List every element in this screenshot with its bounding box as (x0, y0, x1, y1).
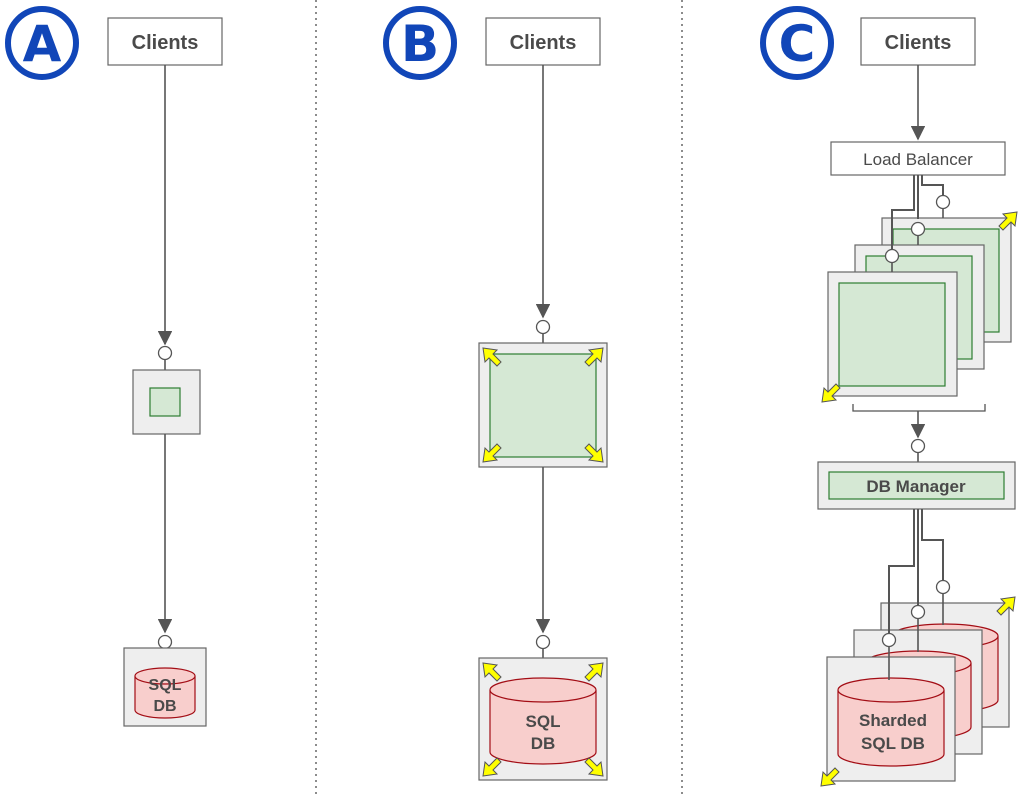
svg-text:Sharded: Sharded (859, 711, 927, 730)
server-group-brace (852, 404, 986, 412)
db-container-a: SQL DB (123, 647, 207, 727)
svg-text:Clients: Clients (132, 32, 199, 54)
port-circle (935, 579, 951, 595)
badge-b: B (383, 6, 457, 80)
port-circle (157, 634, 173, 650)
server-c (838, 282, 946, 387)
badge-c: C (760, 6, 834, 80)
svg-text:DB Manager: DB Manager (866, 477, 966, 496)
svg-text:DB: DB (153, 698, 176, 715)
svg-text:A: A (23, 15, 62, 73)
port-circle (535, 319, 551, 335)
port-circle (535, 634, 551, 650)
server-container-b (478, 342, 608, 468)
svg-text:SQL: SQL (526, 712, 561, 731)
svg-text:B: B (401, 15, 439, 73)
panel-b: B Clients SQL DB (383, 6, 608, 781)
port-circle (884, 248, 900, 264)
server-container-a (132, 369, 201, 435)
port-circle (910, 221, 926, 237)
clients-box-c: Clients (860, 17, 976, 66)
panel-a: A Clients SQL DB (5, 6, 223, 727)
port-circle (157, 345, 173, 361)
svg-text:Clients: Clients (510, 32, 577, 54)
clients-box-b: Clients (485, 17, 601, 66)
svg-text:C: C (779, 15, 816, 73)
port-circle (910, 438, 926, 454)
server-a (149, 387, 181, 417)
svg-text:DB: DB (531, 734, 556, 753)
svg-text:Clients: Clients (885, 32, 952, 54)
lb-server-connectors (891, 175, 944, 249)
svg-text:SQL DB: SQL DB (861, 734, 925, 753)
db-manager-box: DB Manager (817, 461, 1016, 510)
server-stack (821, 211, 1018, 403)
db-shard-stack: Sharded SQL DB (820, 596, 1016, 787)
clients-box-a: Clients (107, 17, 223, 66)
port-circle (935, 194, 951, 210)
port-circle (910, 604, 926, 620)
load-balancer-box: Load Balancer (830, 141, 1006, 176)
badge-a: A (5, 6, 79, 80)
svg-text:Load Balancer: Load Balancer (863, 150, 973, 169)
port-circle (881, 632, 897, 648)
panel-c: C Clients Load Balancer (760, 6, 1018, 787)
db-container-b: SQL DB (478, 657, 608, 781)
svg-text:SQL: SQL (149, 677, 182, 694)
dbm-shard-connectors (888, 509, 944, 633)
server-b (489, 353, 597, 458)
